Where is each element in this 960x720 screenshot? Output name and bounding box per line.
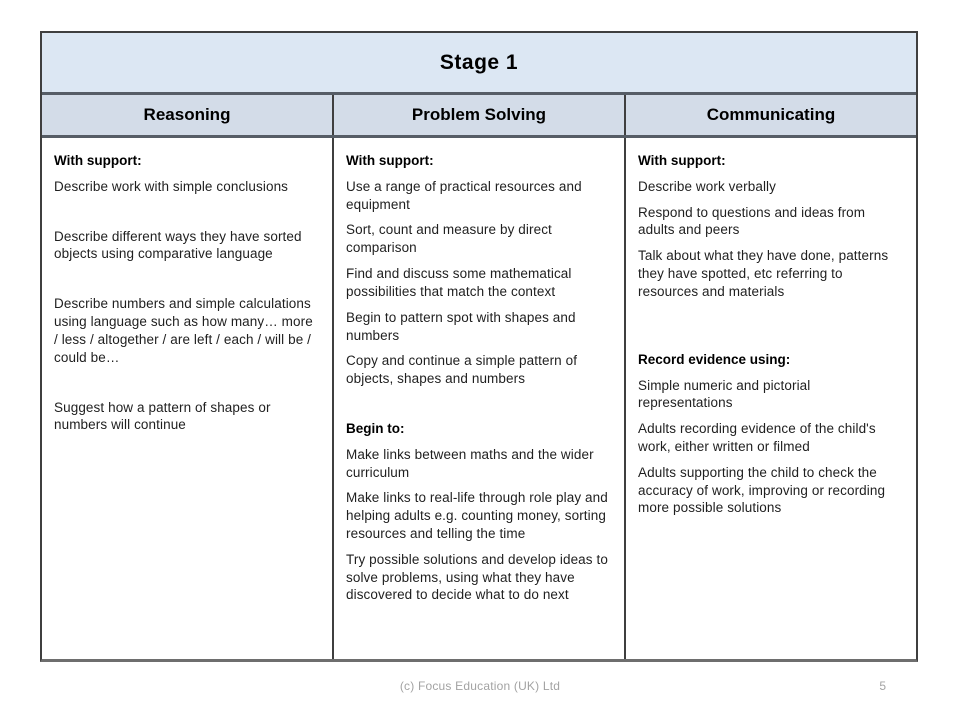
skill-item: Talk about what they have done, patterns…	[638, 248, 889, 299]
skill-item: Copy and continue a simple pattern of ob…	[346, 353, 578, 387]
section-label: With support:	[54, 153, 142, 168]
slide-footer: (c) Focus Education (UK) Ltd 5	[0, 679, 960, 699]
page-title: Stage 1	[439, 50, 519, 74]
skill-item: Make links to real-life through role pla…	[346, 490, 608, 541]
skill-item: Begin to pattern spot with shapes and nu…	[346, 309, 576, 343]
skill-item: Describe work verbally	[638, 178, 776, 194]
column-header-communicating: Communicating	[624, 95, 916, 135]
skill-item: Describe numbers and simple calculations…	[54, 296, 313, 365]
skill-item: Respond to questions and ideas from adul…	[638, 204, 866, 238]
page-number: 5	[879, 679, 886, 693]
section-label: Record evidence using:	[638, 351, 791, 367]
column-header-reasoning: Reasoning	[143, 105, 231, 124]
skill-item: Adults recording evidence of the child's…	[638, 421, 876, 454]
problem-solving-cell: With support: Use a range of practical r…	[332, 138, 624, 659]
skill-item: Simple numeric and pictorial representat…	[638, 377, 811, 411]
skill-item: Describe work with simple conclusions	[54, 178, 289, 194]
stage-table: Stage 1 Reasoning Problem Solving Commun…	[40, 31, 918, 662]
skill-item: Try possible solutions and develop ideas…	[346, 551, 608, 603]
table-body-row: With support: Describe work with simple …	[42, 138, 916, 659]
table-header-row: Reasoning Problem Solving Communicating	[42, 95, 916, 138]
skill-item: Describe different ways they have sorted…	[54, 228, 302, 262]
section-label: Begin to:	[346, 420, 405, 436]
footer-copyright: (c) Focus Education (UK) Ltd	[399, 679, 561, 693]
table-title-row: Stage 1	[42, 33, 916, 95]
reasoning-cell: With support: Describe work with simple …	[42, 138, 332, 659]
section-label: With support:	[346, 153, 434, 168]
skill-item: Sort, count and measure by direct compar…	[346, 222, 552, 256]
skill-item: Suggest how a pattern of shapes or numbe…	[54, 399, 271, 433]
skill-item: Find and discuss some mathematical possi…	[346, 266, 572, 299]
skill-item: Adults supporting the child to check the…	[638, 464, 886, 516]
section-label: With support:	[638, 153, 726, 168]
skill-item: Use a range of practical resources and e…	[346, 178, 582, 212]
communicating-cell: With support: Describe work verbally Res…	[624, 138, 916, 659]
column-header-problem-solving: Problem Solving	[332, 95, 624, 135]
skill-item: Make links between maths and the wider c…	[346, 446, 594, 480]
